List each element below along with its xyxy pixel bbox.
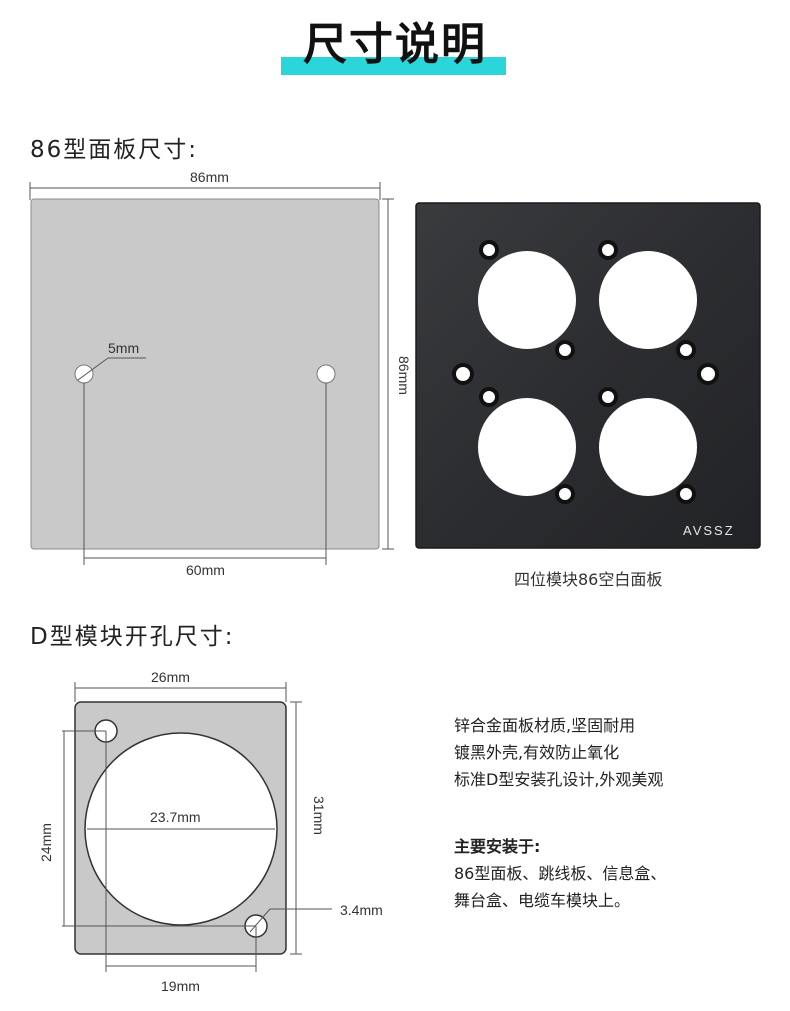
module-d-heading: D型模块开孔尺寸: (30, 624, 235, 650)
install-line: 86型面板、跳线板、信息盒、 (454, 864, 667, 883)
panel-width-label: 86mm (190, 169, 229, 185)
feature-list: 锌合金面板材质,坚固耐用 镀黑外壳,有效防止氧化 标准D型安装孔设计,外观美观 (454, 712, 663, 793)
horizontal-spacing-label: 19mm (161, 978, 200, 994)
feature-line: 标准D型安装孔设计,外观美观 (454, 770, 664, 789)
feature-line: 锌合金面板材质,坚固耐用 (454, 716, 636, 735)
panel-86-heading: 86型面板尺寸: (30, 137, 199, 163)
screw-hole-label: 3.4mm (340, 902, 383, 918)
vertical-spacing-label: 24mm (38, 823, 54, 862)
feature-line: 镀黑外壳,有效防止氧化 (454, 743, 620, 762)
module-width-label: 26mm (151, 669, 190, 685)
page-title: 尺寸说明 (303, 19, 487, 70)
hole-spacing-label: 60mm (186, 562, 225, 578)
title-highlight-bar (281, 57, 506, 75)
module-height-label: 31mm (311, 796, 327, 835)
circle-diameter-label: 23.7mm (150, 809, 201, 825)
install-info: 主要安装于: 86型面板、跳线板、信息盒、 舞台盒、电缆车模块上。 (454, 833, 666, 914)
install-line: 舞台盒、电缆车模块上。 (454, 891, 631, 910)
install-heading: 主要安装于: (454, 837, 541, 856)
product-caption: 四位模块86空白面板 (514, 570, 663, 589)
product-brand-logo: AVSSZ (683, 523, 735, 538)
hole-size-label: 5mm (108, 340, 140, 356)
